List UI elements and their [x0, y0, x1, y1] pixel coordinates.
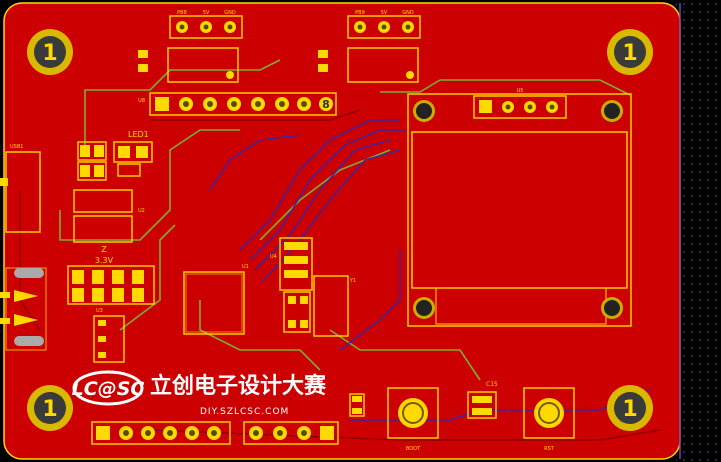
sensor-module-right	[318, 47, 419, 83]
mount-hole-top-left: 1	[27, 29, 73, 75]
capacitor-grid	[67, 265, 155, 305]
usb-connector	[0, 267, 47, 351]
mount-hole-top-right: 1	[607, 29, 653, 75]
mount-hole-label: 1	[42, 397, 57, 422]
voltage-regulator: Z 3.3V U2	[73, 189, 145, 265]
pin-label: PB8	[177, 10, 187, 16]
header-bottom-left	[91, 421, 231, 445]
header-bottom-middle	[243, 421, 339, 445]
u4-label: U4	[270, 254, 277, 260]
mount-hole-label: 1	[622, 397, 637, 422]
crystal-ref: Y1	[349, 278, 356, 284]
u2-label: U2	[138, 208, 145, 214]
boot-label: BOOT	[406, 446, 421, 452]
capacitor-c15: C15	[467, 381, 498, 419]
mount-hole-label: 1	[622, 41, 637, 66]
rst-label: RST	[544, 446, 555, 452]
header-top-right: PB9 5V GND	[347, 10, 421, 39]
background-grid	[676, 0, 721, 462]
crystal-area: Y1 U4	[270, 237, 356, 337]
header-top-left: PB8 5V GND	[169, 10, 243, 39]
u8-marker: 8	[322, 98, 330, 111]
pin-label: PB9	[355, 10, 365, 16]
oled-footprint: U5	[407, 88, 632, 327]
c15-label: C15	[486, 381, 498, 388]
pin-label: 5V	[203, 10, 210, 16]
brand-logo-text: LC@SC	[72, 378, 145, 400]
mcu-chip: U1	[183, 264, 249, 335]
oled-ref: U5	[517, 88, 524, 94]
brand-logo: LC@SC	[72, 370, 145, 406]
u3-label: U3	[96, 308, 103, 314]
u8-label: U8	[138, 98, 145, 104]
mount-hole-label: 1	[42, 41, 57, 66]
led1: LED1	[113, 130, 153, 163]
passive-cluster-left	[77, 141, 141, 181]
led1-label: LED1	[128, 130, 149, 139]
copper-traces	[19, 59, 661, 441]
pin-label: GND	[224, 10, 236, 16]
regulator-ref: Z	[101, 245, 107, 254]
mount-hole-bottom-left: 1	[27, 385, 73, 431]
brand-title: 立创电子设计大赛	[150, 373, 327, 399]
small-resistor	[349, 393, 365, 417]
power-connector: USB1	[0, 144, 41, 233]
mount-hole-bottom-right: 1	[607, 385, 653, 431]
rst-button: RST	[523, 387, 575, 452]
regulator-value: 3.3V	[95, 256, 114, 265]
pin-label: GND	[402, 10, 414, 16]
ic-u3: U3	[93, 308, 125, 363]
boot-button: BOOT	[387, 387, 439, 452]
usb-ref: USB1	[10, 144, 23, 150]
pin-label: 5V	[381, 10, 388, 16]
brand-url: DIY.SZLCSC.COM	[200, 407, 289, 417]
sensor-module-left	[138, 47, 239, 83]
header-u8: U8 8	[138, 92, 337, 116]
u1-label: U1	[242, 264, 249, 270]
